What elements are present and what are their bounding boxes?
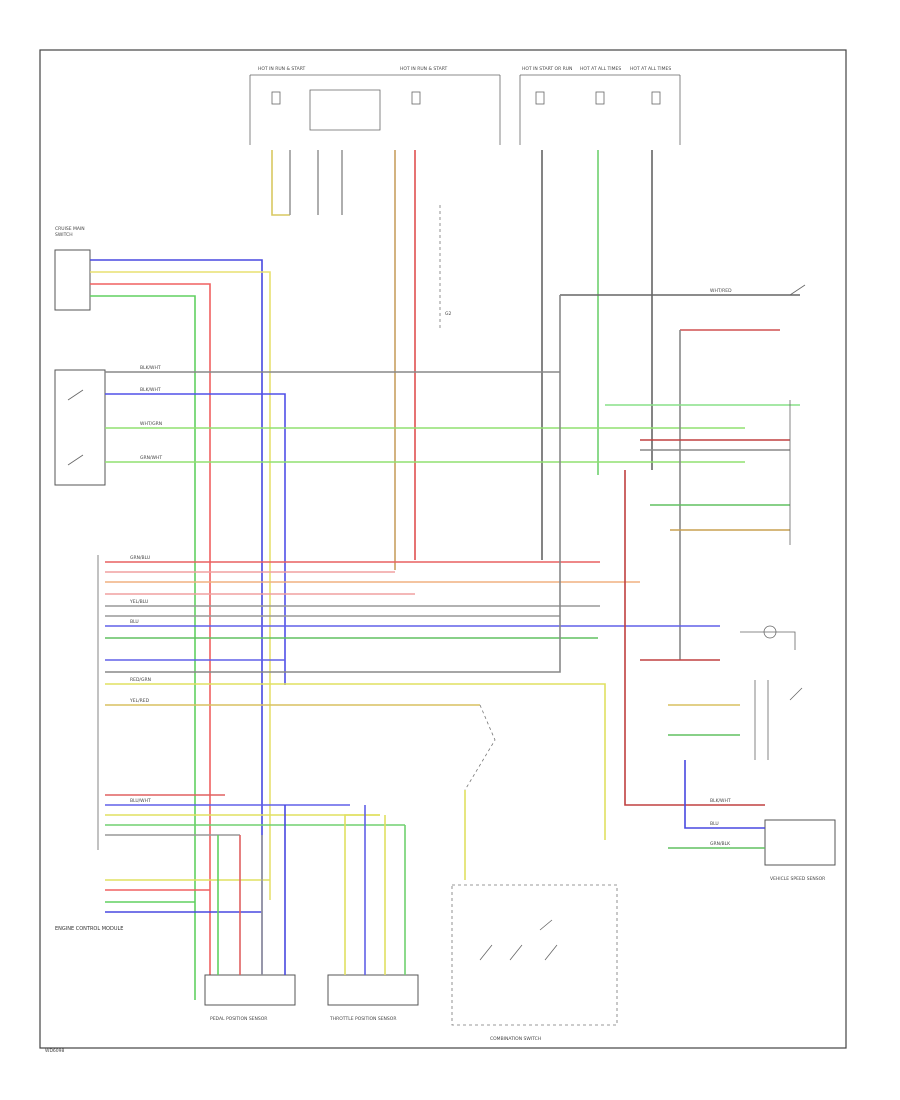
- wire-label-set2: BLK/WHT: [140, 387, 161, 393]
- wire-label-res2: GRN/WHT: [140, 455, 162, 461]
- wire-label-ecm4: RED/GRN: [130, 677, 151, 683]
- fuse-label-5: HOT AT ALL TIMES: [630, 66, 671, 72]
- cruise-switch-wires: [90, 259, 271, 1000]
- wire-label-vss2: BLU: [710, 821, 719, 827]
- cruise-indicator-relay: [640, 625, 803, 760]
- fuse-panel-right: HOT IN START OR RUN HOT AT ALL TIMES HOT…: [519, 66, 681, 145]
- fuse-panel-left: HOT IN RUN & START HOT IN RUN & START: [249, 66, 501, 145]
- engine-control-module[interactable]: ENGINE CONTROL MODULE: [55, 555, 123, 932]
- diagram-frame: [39, 49, 847, 1049]
- vss-label: VEHICLE SPEED SENSOR: [770, 876, 825, 882]
- ground-label: G2: [445, 311, 451, 317]
- wire-label-vss1: BLK/WHT: [710, 798, 731, 804]
- pedal-sensor-label: PEDAL POSITION SENSOR: [210, 1016, 267, 1022]
- fuse-label-4: HOT AT ALL TIMES: [580, 66, 621, 72]
- combination-switch-label: COMBINATION SWITCH: [490, 1036, 541, 1042]
- diagram-code: WD6098: [45, 1048, 65, 1054]
- wire-label-ecm2: YEL/BLU: [129, 599, 148, 605]
- combination-switch-feed: [464, 704, 496, 880]
- fuse-label-1: HOT IN RUN & START: [258, 66, 306, 72]
- wire-label-ecm5: YEL/RED: [129, 698, 150, 704]
- wire-label-vss3: GRN/BLK: [710, 841, 731, 847]
- wire-label-set1: BLK/WHT: [140, 365, 161, 371]
- ecm-wires: GRN/BLU YEL/BLU BLU RED/GRN YEL/RED BLU/…: [105, 295, 720, 913]
- svg-text:CRUISE MAIN: CRUISE MAIN: [55, 226, 85, 232]
- throttle-position-sensor[interactable]: THROTTLE POSITION SENSOR: [327, 974, 419, 1022]
- ecm-label: ENGINE CONTROL MODULE: [55, 926, 123, 932]
- sensor-feed-wires: [217, 805, 406, 975]
- vss-wires: BLK/WHT BLU GRN/BLK: [624, 470, 765, 849]
- fuse-feed-wires: [271, 150, 653, 570]
- wire-label-ecm1: GRN/BLU: [130, 555, 150, 561]
- svg-text:SWITCH: SWITCH: [55, 232, 73, 238]
- cruise-main-switch[interactable]: CRUISE MAIN SWITCH: [54, 226, 91, 311]
- wire-label-cruise: WHT/RED: [710, 288, 732, 294]
- steering-switch-wires: BLK/WHT BLK/WHT WHT/GRN GRN/WHT: [105, 365, 745, 685]
- right-harness: [605, 329, 800, 660]
- vehicle-speed-sensor[interactable]: VEHICLE SPEED SENSOR: [764, 819, 836, 882]
- wire-label-res1: WHT/GRN: [140, 421, 162, 427]
- ground-branch: G2: [439, 205, 451, 330]
- fuse-label-3: HOT IN START OR RUN: [522, 66, 572, 72]
- steering-wheel-switch[interactable]: [54, 369, 106, 486]
- wire-label-ecm3: BLU: [130, 619, 139, 625]
- wire-label-ecm6: BLU/WHT: [130, 798, 151, 804]
- brake-switch-right[interactable]: WHT/RED: [560, 284, 806, 296]
- fuse-label-2: HOT IN RUN & START: [400, 66, 448, 72]
- throttle-sensor-label: THROTTLE POSITION SENSOR: [329, 1016, 396, 1022]
- pedal-position-sensor[interactable]: PEDAL POSITION SENSOR: [204, 974, 296, 1022]
- combination-switch[interactable]: COMBINATION SWITCH: [451, 884, 618, 1042]
